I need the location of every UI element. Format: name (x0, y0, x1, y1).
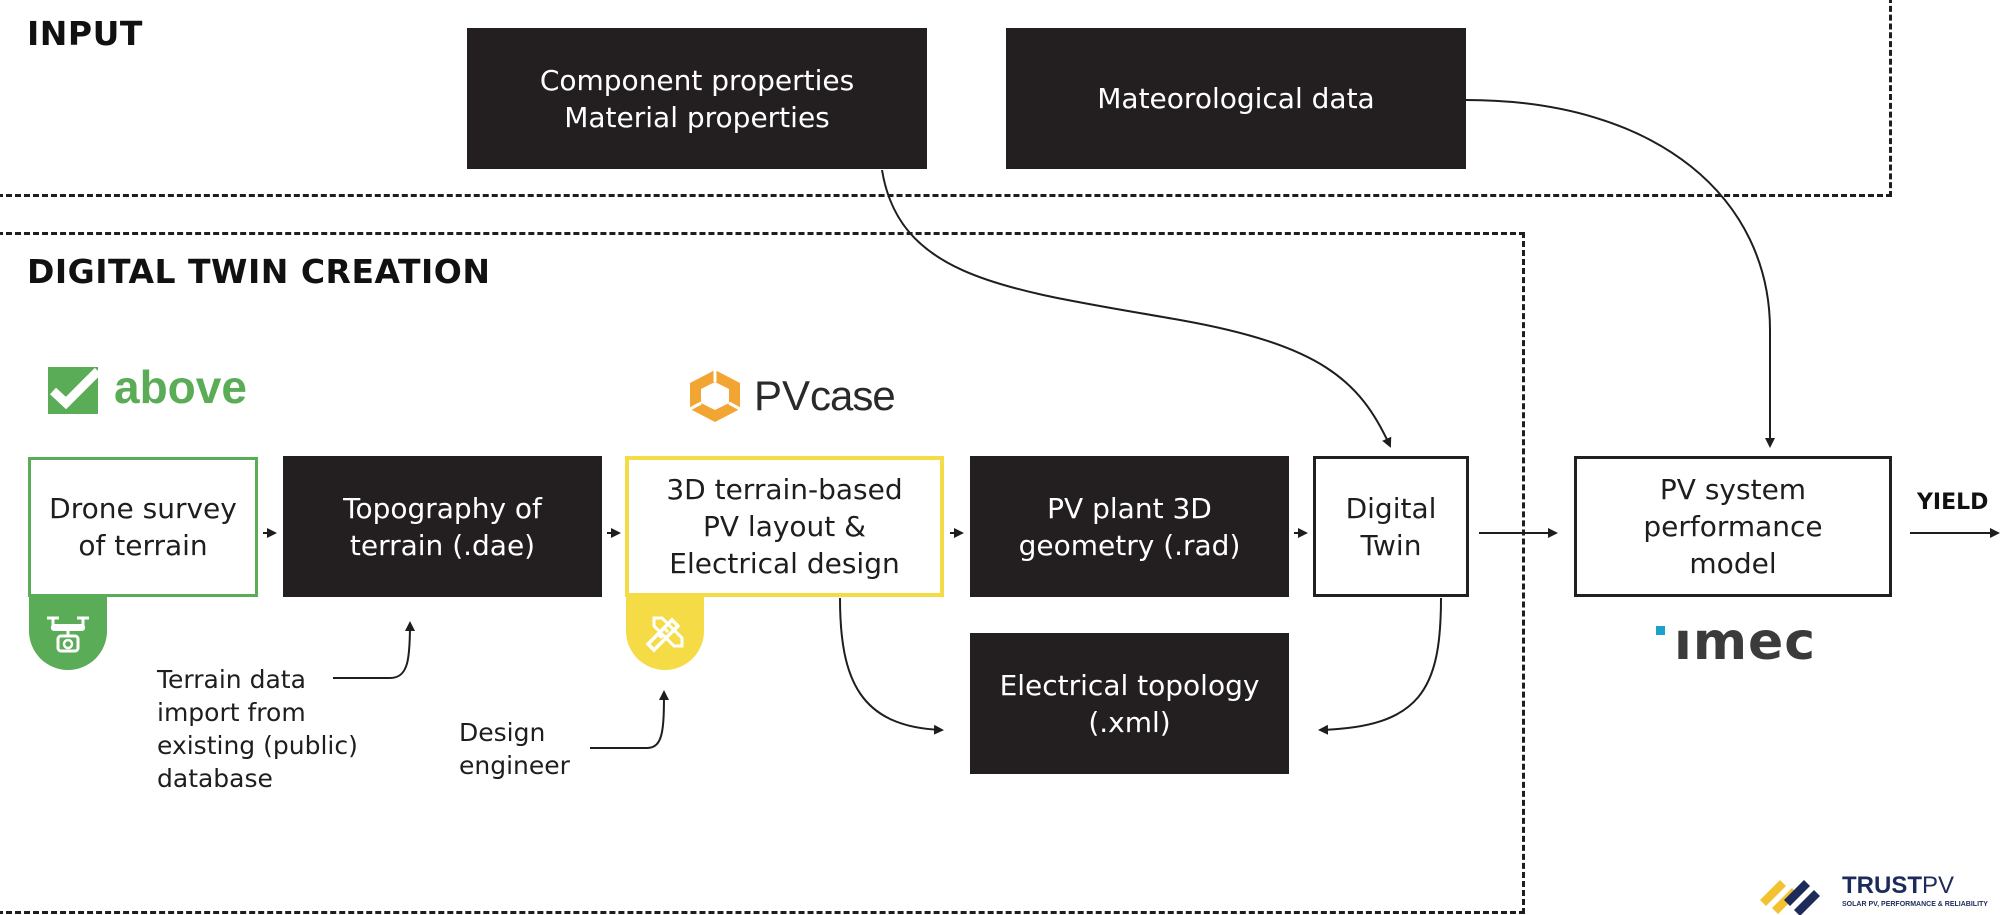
terrain-import-line3: existing (public) (157, 731, 358, 760)
trustpv-tagline: SOLAR PV, PERFORMANCE & RELIABILITY (1842, 901, 1988, 908)
topography-box: Topography of terrain (.dae) (283, 456, 602, 597)
above-check-icon (48, 367, 100, 414)
material-properties-label: Material properties (564, 100, 830, 134)
arrow-twin-to-electrical (1318, 597, 1442, 735)
design-tab (626, 596, 704, 670)
topography-line2: terrain (.dae) (349, 528, 536, 562)
drone-survey-box: Drone survey of terrain (28, 457, 258, 597)
input-region-title: INPUT (27, 14, 143, 53)
design-engineer-line1: Design (459, 718, 546, 747)
terrain-import-line4: database (157, 764, 273, 793)
performance-model-line1: PV system (1659, 473, 1807, 506)
electrical-topology-box: Electrical topology (.xml) (970, 633, 1289, 774)
terrain-import-line1: Terrain data (157, 665, 306, 694)
digital-twin-region (0, 232, 1525, 914)
imec-logo: ımec (1654, 612, 1815, 682)
design-engineer-note: Design engineer (459, 716, 570, 782)
pvcase-wordmark-case: case (810, 372, 896, 419)
trustpv-wordmark-pv: PV (1922, 872, 1955, 899)
drone-tab (29, 596, 107, 670)
pv-layout-line3: Electrical design (669, 547, 900, 580)
digital-twin-line1: Digital (1345, 491, 1437, 525)
arrow-layout-to-electrical (839, 597, 944, 735)
performance-model-box: PV system performance model (1574, 456, 1892, 597)
meteorological-data-label: Mateorological data (1097, 82, 1375, 115)
terrain-import-line2: import from (157, 698, 306, 727)
component-properties-label: Component properties (539, 63, 855, 97)
trustpv-wordmark-trust: TRUST (1842, 872, 1922, 899)
pv-geometry-line2: geometry (.rad) (1018, 528, 1241, 562)
terrain-import-note: Terrain data import from existing (publi… (157, 663, 358, 795)
pvcase-hexagon-icon (689, 370, 741, 422)
imec-dot (1656, 626, 1665, 635)
pv-geometry-line1: PV plant 3D (1047, 491, 1212, 525)
performance-model-line3: model (1689, 547, 1777, 580)
pv-layout-line1: 3D terrain-based (666, 473, 903, 506)
arrow-terrain-import-to-topography (333, 621, 415, 679)
pv-layout-design-box: 3D terrain-based PV layout & Electrical … (625, 456, 944, 597)
meteorological-data-box: Mateorological data (1006, 28, 1466, 169)
component-properties-box: Component properties Material properties (467, 28, 927, 169)
pvcase-wordmark-pv: PV (754, 372, 811, 419)
above-logo: above (48, 361, 258, 416)
digital-twin-line2: Twin (1360, 528, 1422, 562)
input-region (0, 0, 1892, 197)
pencil-ruler-icon (645, 616, 684, 653)
trustpv-logo: TRUSTPV SOLAR PV, PERFORMANCE & RELIABIL… (1754, 870, 2000, 915)
digital-twin-box: Digital Twin (1313, 456, 1469, 597)
design-engineer-line2: engineer (459, 751, 570, 780)
electrical-topology-line1: Electrical topology (999, 668, 1260, 702)
topography-line1: Topography of (343, 491, 542, 525)
electrical-topology-line2: (.xml) (1088, 705, 1171, 739)
arrow-engineer-to-design (590, 690, 669, 749)
arrow-meteo-to-performance (1465, 99, 1775, 448)
arrow-component-to-twin (881, 169, 1392, 448)
yield-label: YIELD (1917, 490, 1989, 515)
pvcase-logo: PVcase (686, 368, 916, 424)
drone-camera-icon (47, 616, 89, 653)
trustpv-emblem-icon (1760, 880, 1820, 915)
pv-plant-geometry-box: PV plant 3D geometry (.rad) (970, 456, 1289, 597)
pv-layout-line2: PV layout & (702, 510, 867, 543)
performance-model-line2: performance (1643, 510, 1823, 543)
drone-survey-line2: of terrain (78, 529, 208, 562)
drone-survey-line1: Drone survey (49, 492, 237, 525)
digital-twin-region-title: DIGITAL TWIN CREATION (27, 252, 491, 291)
imec-wordmark: ımec (1674, 612, 1817, 672)
above-wordmark: above (114, 361, 247, 413)
